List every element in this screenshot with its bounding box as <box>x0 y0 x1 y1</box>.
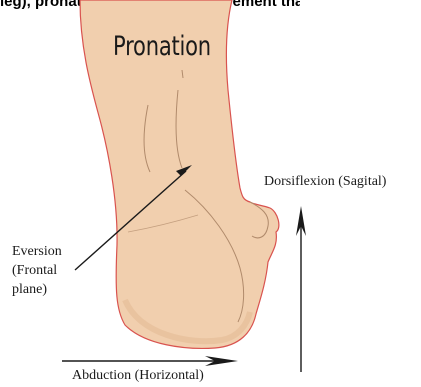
abduction-label: Abduction (Horizontal) <box>72 367 204 384</box>
eversion-label-line3: plane) <box>12 281 47 298</box>
dorsiflexion-label: Dorsiflexion (Sagital) <box>264 173 386 190</box>
eversion-label-line1: Eversion <box>12 243 62 260</box>
eversion-label-line2: (Frontal <box>12 262 57 279</box>
diagram-title: Pronation <box>113 31 211 62</box>
